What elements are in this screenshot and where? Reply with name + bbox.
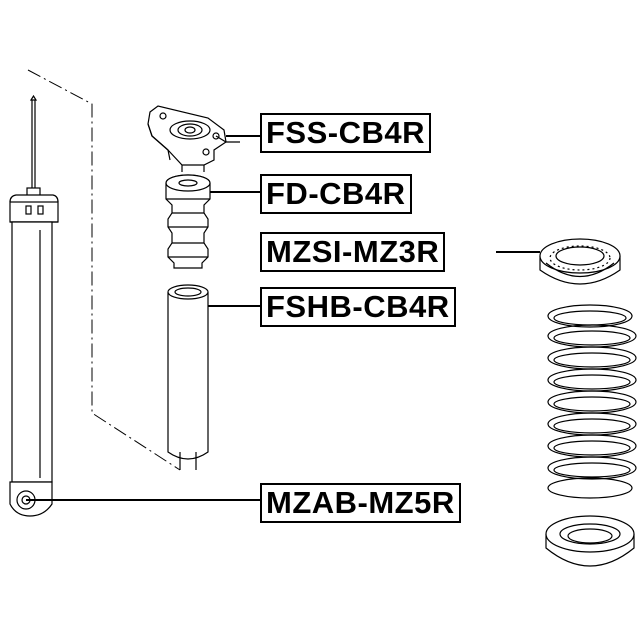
dust-boot bbox=[167, 284, 209, 470]
shock-absorber bbox=[9, 94, 59, 517]
strut-mount bbox=[147, 105, 240, 172]
alignment-frame bbox=[27, 69, 181, 471]
part-label-mzsi: MZSI-MZ3R bbox=[260, 232, 446, 272]
coil-spring bbox=[547, 304, 637, 499]
bump-stop bbox=[165, 174, 211, 269]
part-label-fd: FD-CB4R bbox=[260, 174, 412, 214]
spring-insulator-top bbox=[539, 238, 621, 285]
part-label-mzab: MZAB-MZ5R bbox=[260, 483, 461, 523]
spring-insulator-bottom bbox=[545, 515, 635, 567]
part-label-fshb: FSHB-CB4R bbox=[260, 287, 456, 327]
part-label-fss: FSS-CB4R bbox=[260, 113, 432, 153]
leader-lines bbox=[26, 135, 540, 501]
